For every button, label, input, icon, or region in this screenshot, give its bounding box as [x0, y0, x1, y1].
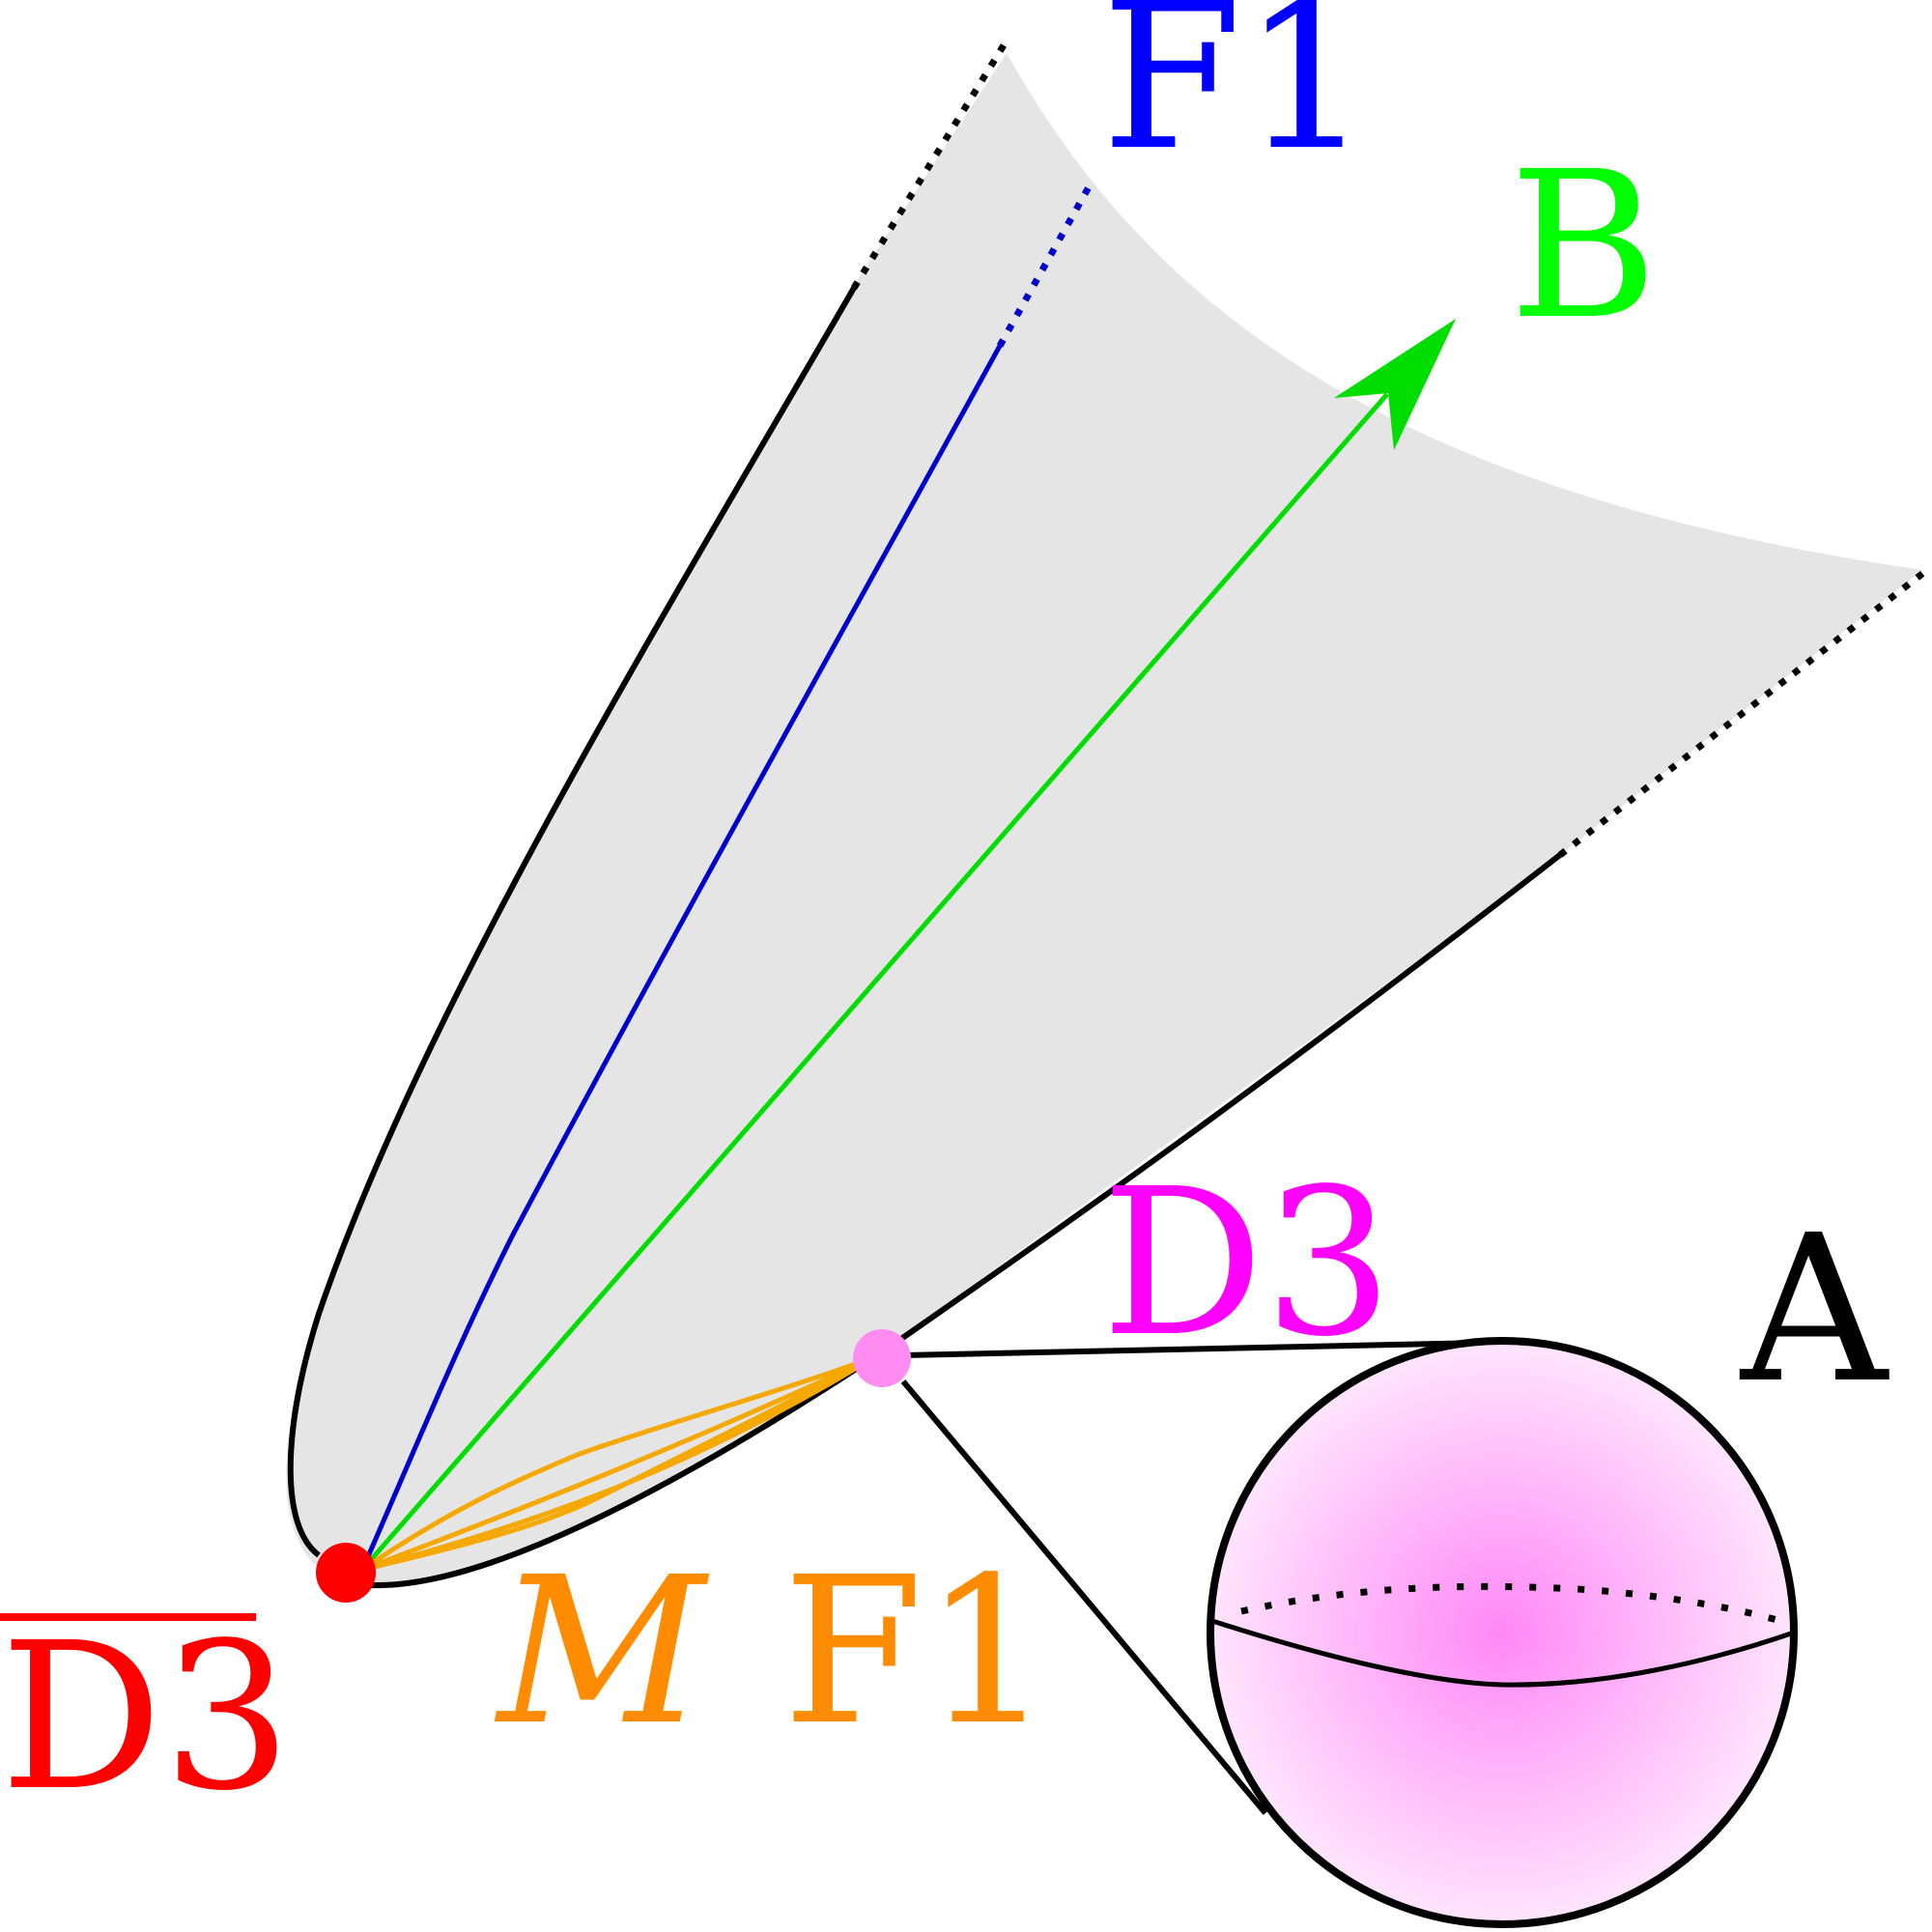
- label-d3: D3: [1101, 1145, 1393, 1381]
- label-d3-bar: D3: [0, 1599, 292, 1835]
- label-b: B: [1509, 128, 1658, 364]
- green-arrow-shaft: [360, 392, 1389, 1572]
- blue-line: [359, 344, 1003, 1572]
- upper-tangent-line: [902, 1340, 1484, 1358]
- label-a: A: [1739, 1191, 1889, 1428]
- sphere-equator-front: [1211, 1618, 1795, 1688]
- left-boundary-dotted: [851, 39, 1009, 290]
- red-point: [316, 1543, 376, 1603]
- right-boundary-curve: [332, 852, 1562, 1588]
- blue-line-dotted: [996, 184, 1094, 348]
- label-m: M: [494, 1533, 710, 1770]
- label-f1-bottom: F1: [782, 1533, 1052, 1770]
- pink-point: [853, 1329, 911, 1387]
- orange-strands: [360, 1354, 876, 1573]
- lower-tangent-line: [900, 1379, 1268, 1815]
- left-boundary-curve: [287, 286, 857, 1558]
- right-boundary-dotted: [1557, 567, 1930, 858]
- shaded-surface: [286, 53, 1922, 1589]
- sphere: [1207, 1337, 1798, 1928]
- green-arrowhead: [1334, 319, 1456, 450]
- label-f1-top: F1: [1101, 0, 1371, 195]
